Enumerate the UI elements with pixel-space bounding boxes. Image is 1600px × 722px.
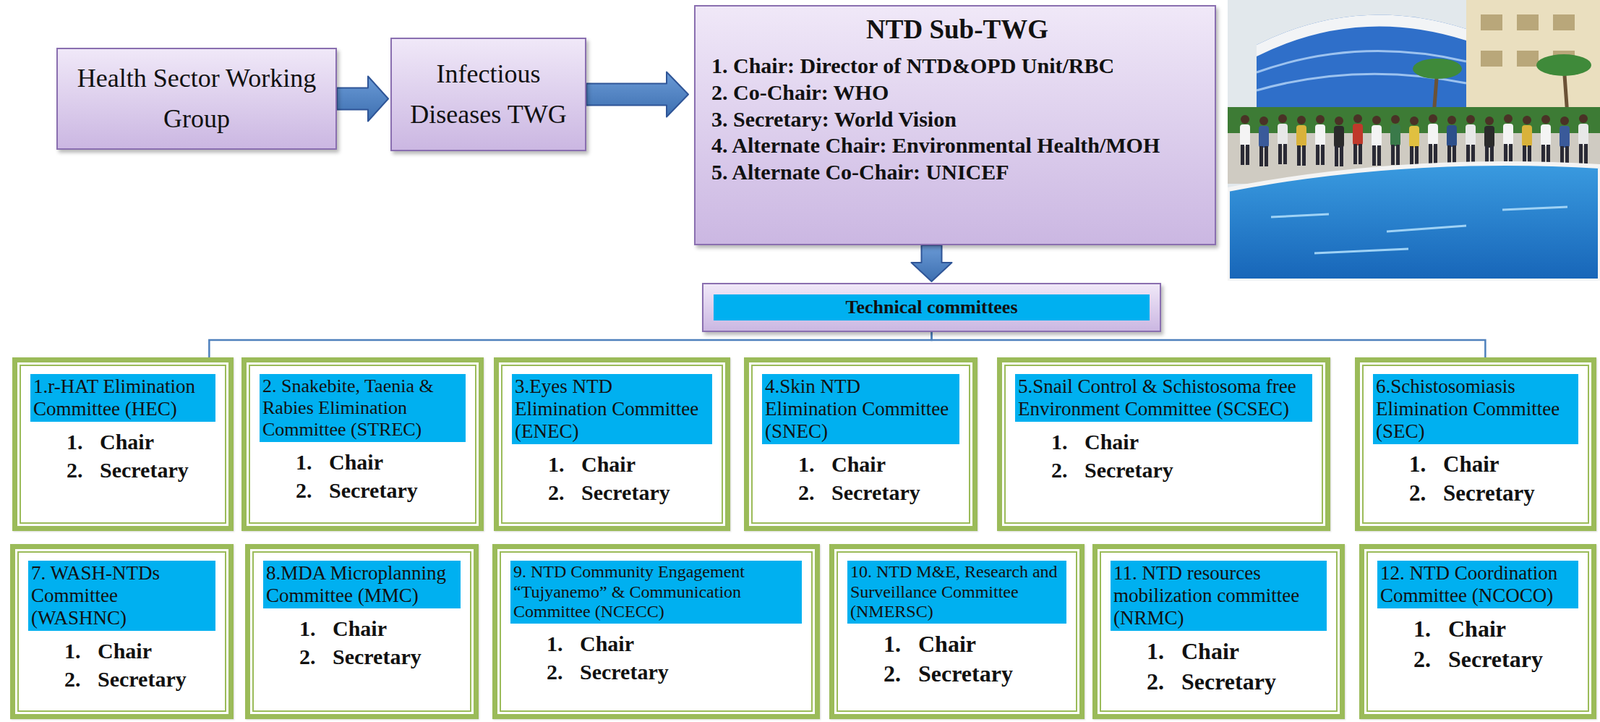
role-item: 2. Secretary — [1409, 478, 1579, 508]
committee-box: 6.Schistosomiasis Elimination Committee … — [1354, 357, 1597, 531]
person — [1484, 116, 1495, 167]
role-item: 1. Chair: Director of NTD&OPD Unit/RBC — [711, 52, 1204, 80]
role-item: 1. Chair — [798, 449, 960, 478]
role-item: 2. Secretary — [1413, 644, 1579, 675]
palm-leaves — [1412, 58, 1462, 79]
role-item: 1. Chair — [64, 636, 216, 665]
role-item: 4. Alternate Chair: Environmental Health… — [711, 132, 1204, 160]
role-item: 2. Secretary — [66, 455, 216, 484]
role-item: 1. Chair — [883, 629, 1067, 660]
swimming-pool — [1227, 163, 1600, 281]
role-item: 1. Chair — [546, 629, 802, 658]
committee-title: 1.r-HAT Elimination Committee (HEC) — [30, 373, 216, 422]
bracket-connector — [931, 331, 1486, 358]
person — [1446, 115, 1457, 166]
committee-box: 4.Skin NTD Elimination Committee (SNEC) 1… — [743, 357, 978, 531]
box-title: NTD Sub-TWG — [711, 13, 1204, 46]
committee-box: 10. NTD M&E, Research and Surveillance C… — [829, 543, 1085, 719]
role-item: 2. Secretary — [546, 657, 802, 686]
role-item: 2. Secretary — [299, 642, 461, 671]
role-item: 2. Secretary — [295, 475, 466, 504]
person — [1540, 114, 1551, 165]
committee-title: 5.Snail Control & Schistosoma free Envir… — [1015, 373, 1313, 422]
role-item: 2. Secretary — [548, 477, 713, 507]
block-arrow — [336, 76, 389, 122]
person — [1333, 116, 1345, 167]
building-roof — [1256, 14, 1467, 57]
committee-title: 10. NTD M&E, Research and Surveillance C… — [847, 560, 1067, 624]
committee-box: 7. WASH-NTDs Committee (WASHNC) 1. Chair2… — [10, 543, 234, 719]
role-item: 1. Chair — [299, 613, 461, 643]
meeting-photo — [1227, 0, 1600, 281]
committee-title: 12. NTD Coordination Committee (NCOCO) — [1377, 560, 1579, 609]
committee-box: 1.r-HAT Elimination Committee (HEC) 1. Ch… — [12, 357, 234, 531]
committee-box: 11. NTD resources mobilization committee… — [1092, 543, 1345, 719]
person — [1390, 114, 1401, 165]
person — [1371, 115, 1382, 166]
person — [1239, 114, 1251, 165]
committee-box: 9. NTD Community Engagement “Tujyanemo” … — [492, 543, 820, 719]
committee-title: 6.Schistosomiasis Elimination Committee … — [1372, 373, 1579, 444]
committee-title: 8.MDA Microplanning Committee (MMC) — [263, 560, 461, 609]
role-item: 2. Secretary — [798, 477, 960, 507]
committee-box: 5.Snail Control & Schistosoma free Envir… — [997, 357, 1331, 531]
role-item: 2. Secretary — [64, 664, 216, 693]
committee-box: 8.MDA Microplanning Committee (MMC) 1. Ch… — [245, 543, 479, 719]
role-item: 2. Secretary — [883, 658, 1067, 690]
pool-reflection — [1271, 206, 1568, 254]
block-arrow — [911, 245, 953, 282]
role-item: 2. Co-Chair: WHO — [711, 79, 1204, 107]
window — [1516, 50, 1539, 67]
person — [1578, 114, 1589, 165]
committee-box: 12. NTD Coordination Committee (NCOCO) 1.… — [1359, 543, 1597, 719]
person — [1503, 114, 1514, 165]
block-arrow — [586, 72, 689, 118]
role-item: 1. Chair — [548, 449, 713, 478]
role-item: 2. Secretary — [1051, 455, 1313, 484]
person — [1465, 114, 1476, 165]
role-item: 1. Chair — [1409, 449, 1579, 479]
box-title: Health Sector Working Group — [66, 58, 327, 140]
sub-twg-box: NTD Sub-TWG 1. Chair: Director of NTD&OPD… — [694, 5, 1217, 246]
sky — [1227, 0, 1600, 281]
group-box: Health Sector Working Group — [56, 47, 337, 150]
person — [1521, 115, 1533, 166]
role-item: 1. Chair — [295, 447, 466, 476]
committee-box: 3.Eyes NTD Elimination Committee (ENEC) 1… — [493, 357, 731, 531]
committee-title: 11. NTD resources mobilization committee… — [1110, 560, 1327, 631]
committee-title: 7. WASH-NTDs Committee (WASHNC) — [28, 560, 216, 631]
window — [1553, 14, 1575, 31]
box-title: Infectious Diseases TWG — [400, 54, 577, 136]
role-item: 5. Alternate Co-Chair: UNICEF — [711, 159, 1204, 186]
role-item: 1. Chair — [66, 427, 216, 456]
role-item: 1. Chair — [1146, 636, 1327, 667]
person — [1409, 116, 1420, 167]
committee-box: 2. Snakebite, Taenia & Rabies Eliminatio… — [241, 357, 484, 531]
committee-title: 2. Snakebite, Taenia & Rabies Eliminatio… — [259, 373, 466, 442]
role-item: 1. Chair — [1413, 613, 1579, 645]
person — [1258, 116, 1269, 167]
group-box: Infectious Diseases TWG — [390, 37, 587, 152]
person — [1352, 114, 1363, 165]
palm-leaves — [1536, 54, 1592, 76]
window — [1516, 14, 1539, 31]
bracket-connector — [208, 331, 932, 358]
person — [1315, 114, 1326, 165]
role-item: 2. Secretary — [1146, 666, 1327, 697]
person — [1427, 114, 1439, 165]
box-title: Technical committees — [713, 294, 1150, 320]
person — [1296, 115, 1307, 166]
committee-title: 9. NTD Community Engagement “Tujyanemo” … — [510, 560, 802, 624]
hotel-building — [1466, 0, 1600, 120]
window — [1480, 14, 1503, 31]
window — [1480, 50, 1503, 67]
person — [1277, 114, 1288, 165]
role-item: 3. Secretary: World Vision — [711, 106, 1204, 134]
person — [1559, 116, 1570, 167]
role-item: 1. Chair — [1051, 427, 1313, 456]
section-header-box: Technical committees — [702, 282, 1162, 332]
committee-title: 4.Skin NTD Elimination Committee (SNEC) — [762, 373, 960, 444]
committee-title: 3.Eyes NTD Elimination Committee (ENEC) — [511, 373, 713, 444]
